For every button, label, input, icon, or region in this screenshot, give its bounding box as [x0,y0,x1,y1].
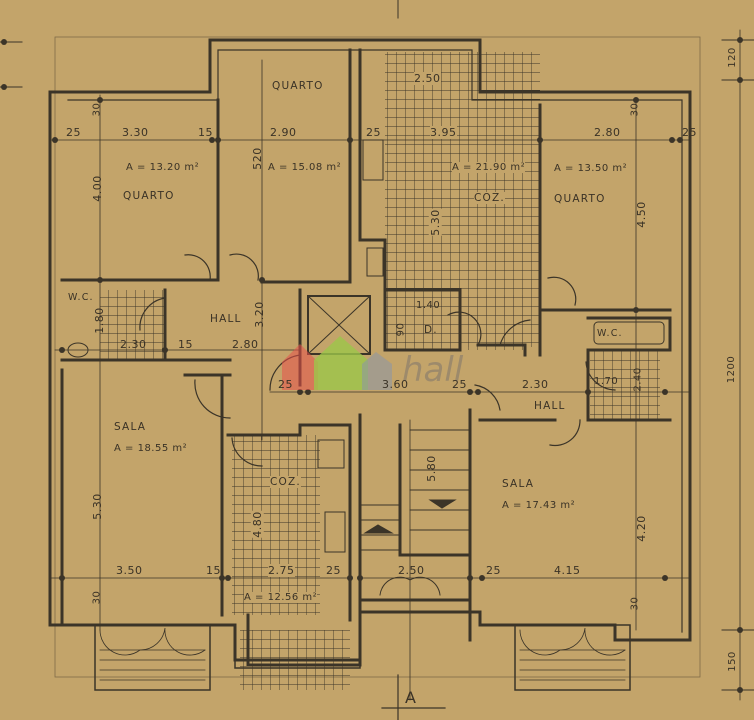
room-area-coz-s: A = 12.56 m² [244,592,318,603]
dim-wc-w-depth: 1.80 [92,307,106,334]
room-name-wc-e: W.C. [597,328,623,339]
dim-wall-30-nw: 30 [91,102,103,117]
dim-wall-25-se: 25 [486,564,501,577]
dim-overall-top: 120 [726,47,738,68]
dim-despensa-depth: 90 [395,322,407,337]
room-area-quarto-n: A = 15.08 m² [268,162,342,173]
dim-sala-w-depth: 5.30 [90,493,104,520]
room-name-quarto-ne: QUARTO [554,193,606,205]
dim-sala-e-depth: 4.20 [634,515,648,542]
dim-wall-25-nw: 25 [66,126,81,139]
room-area-quarto-nw: A = 13.20 m² [126,162,200,173]
dim-coz-s-depth: 4.80 [250,511,264,538]
dim-wall-15-nw: 15 [198,126,213,139]
dim-quarto-ne-width: 2.80 [594,126,621,139]
room-name-sala-w: SALA [114,421,147,433]
room-name-hall-e: HALL [534,400,566,412]
dim-wall-15-sw: 15 [206,564,221,577]
dim-wall-25-s: 25 [326,564,341,577]
dim-hall-e-width: 2.30 [522,378,549,391]
room-name-wc-w: W.C. [68,292,94,303]
dim-wall-25-kitchen: 25 [366,126,381,139]
dim-wall-30-sw: 30 [91,590,103,605]
room-area-sala-e: A = 17.43 m² [502,500,576,511]
room-name-despensa: D. [424,324,438,336]
dim-coz-n-width: 3.95 [430,126,457,139]
room-name-hall-w: HALL [210,313,242,325]
dim-overall-height: 1200 [726,355,738,384]
dim-overall-bottom: 150 [726,651,738,672]
dim-landing-width: 3.60 [382,378,409,391]
watermark-text: hall [402,350,464,390]
dim-quarto-n-depth: 520 [250,147,264,170]
dim-stair-width: 2.50 [398,564,425,577]
dim-wall-30-ne: 30 [629,102,641,117]
room-name-coz-n: COZ. [474,192,505,204]
room-area-quarto-ne: A = 13.50 m² [554,163,628,174]
dim-despensa-width: 1.40 [416,300,441,311]
dim-wall-25-ne: 25 [682,126,697,139]
dim-sala-w-width: 3.50 [116,564,143,577]
dim-quarto-n-width: 2.90 [270,126,297,139]
dim-wall-30-se: 30 [629,596,641,611]
dim-quarto-nw-width: 3.30 [122,126,149,139]
dim-wall-25-landing-e: 25 [452,378,467,391]
dim-wc-w-width: 2.30 [120,338,147,351]
dim-sala-e-width: 4.15 [554,564,581,577]
dim-coz-s-width: 2.75 [268,564,295,577]
dim-hall-w-width: 2.80 [232,338,259,351]
dim-wc-e-depth: 2.40 [632,367,644,392]
room-area-coz-n: A = 21.90 m² [452,162,526,173]
dim-wall-25-landing: 25 [278,378,293,391]
room-name-quarto-nw: QUARTO [123,190,175,202]
section-marker: A [405,688,417,707]
dim-wall-15-hall: 15 [178,338,193,351]
watermark-logo-icon [282,336,392,390]
room-name-quarto-n: QUARTO [272,80,324,92]
dim-quarto-nw-depth: 4.00 [90,175,104,202]
room-area-sala-w: A = 18.55 m² [114,443,188,454]
dim-wc-e-width: 1.70 [594,376,619,387]
room-name-sala-e: SALA [502,478,535,490]
dim-coz-n-top-width: 2.50 [414,72,441,85]
dim-hall-w-depth: 3.20 [252,301,266,328]
dim-coz-n-depth: 5.30 [428,209,442,236]
dim-quarto-ne-depth: 4.50 [634,201,648,228]
room-name-coz-s: COZ. [270,476,301,488]
dim-stair-depth: 5.80 [424,455,438,482]
